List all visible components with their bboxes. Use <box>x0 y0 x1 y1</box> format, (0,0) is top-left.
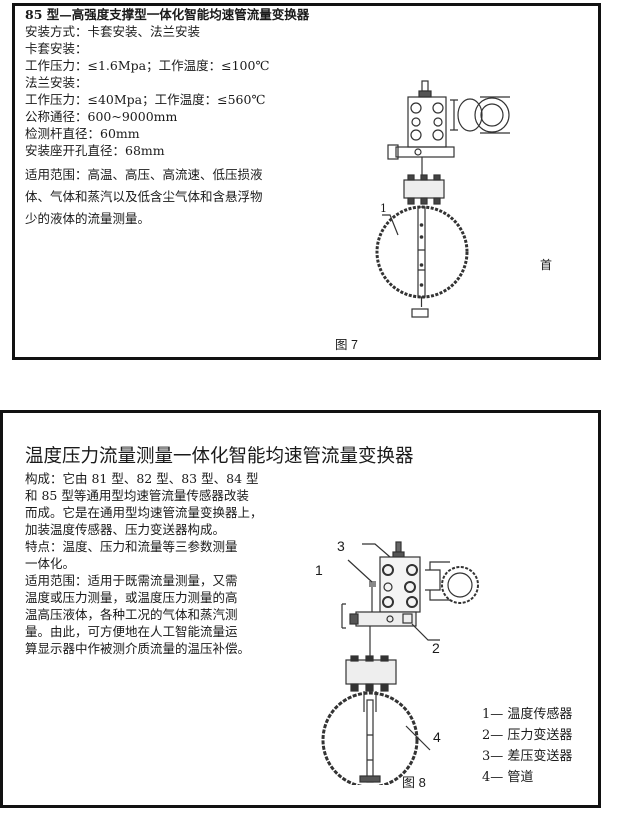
desc-line: 温高压液体，各种工况的气体和蒸汽测 <box>25 607 238 622</box>
desc-line: 温度或压力测量，或温度压力测量的高 <box>25 590 238 605</box>
spec-line: 安装座开孔直径：68mm <box>25 143 165 158</box>
scope-line: 适用范围：高温、高压、高流速、低压损液 <box>25 167 263 182</box>
desc-line: 构成：它由 81 型、82 型、83 型、84 型 <box>25 471 259 486</box>
section1-scope: 适用范围：高温、高压、高流速、低压损液 体、气体和蒸汽以及低含尘气体和含悬浮物 … <box>25 164 263 230</box>
spec-line: 工作压力：≤40Mpa；工作温度：≤560℃ <box>25 92 266 107</box>
scope-line: 少的液体的流量测量。 <box>25 211 151 226</box>
figure8-caption: 图 8 <box>402 775 426 790</box>
section2-text: 构成：它由 81 型、82 型、83 型、84 型 和 85 型等通用型均速管流… <box>25 470 263 657</box>
spec-line: 法兰安装： <box>25 75 88 90</box>
desc-line: 加装温度传感器、压力变送器构成。 <box>25 522 226 537</box>
spec-line: 工作压力：≤1.6Mpa；工作温度：≤100℃ <box>25 58 270 73</box>
figure8-callout-4: 4 <box>433 729 441 745</box>
figure8-callout-1: 1 <box>315 562 323 578</box>
desc-line: 和 85 型等通用型均速管流量传感器改装 <box>25 488 249 503</box>
spec-line: 卡套安装： <box>25 41 88 56</box>
figure8-callout-2: 2 <box>432 640 440 656</box>
figure-8-flowmeter-diagram <box>321 541 479 785</box>
desc-line: 量。由此，可方便地在人工智能流量运 <box>25 624 238 639</box>
desc-line: 一体化。 <box>25 556 76 571</box>
desc-line: 适用范围：适用于既需流量测量，又需 <box>25 573 238 588</box>
desc-line: 算显示器中作被测介质流量的温压补偿。 <box>25 641 251 656</box>
figure7-side-label: 首 <box>540 258 553 272</box>
figure-7-flowmeter-diagram <box>375 80 510 318</box>
spec-line: 公称通径：600~9000mm <box>25 109 178 124</box>
figure7-caption: 图 7 <box>335 338 358 352</box>
legend-item-pipe: 4— 管道 <box>482 770 534 785</box>
spec-line: 检测杆直径：60mm <box>25 126 140 141</box>
section1-text: 85 型—高强度支撑型一体化智能均速管流量变换器 安装方式：卡套安装、法兰安装 … <box>25 6 309 159</box>
section1-title: 85 型—高强度支撑型一体化智能均速管流量变换器 <box>25 7 310 22</box>
section-temp-pressure-panel <box>0 410 601 808</box>
scope-line: 体、气体和蒸汽以及低含尘气体和含悬浮物 <box>25 189 263 204</box>
legend-item-temperature-sensor: 1— 温度传感器 <box>482 707 573 722</box>
figure8-legend: 1— 温度传感器 2— 压力变送器 3— 差压变送器 4— 管道 <box>482 704 572 788</box>
figure7-callout-1: 1 <box>380 202 387 215</box>
figure8-callout-3: 3 <box>337 538 345 554</box>
desc-line: 特点：温度、压力和流量等三参数测量 <box>25 539 238 554</box>
legend-item-differential-pressure-transmitter: 3— 差压变送器 <box>482 749 573 764</box>
section2-title: 温度压力流量测量一体化智能均速管流量变换器 <box>25 446 414 467</box>
desc-line: 而成。它是在通用型均速管流量变换器上， <box>25 505 263 520</box>
spec-line: 安装方式：卡套安装、法兰安装 <box>25 24 201 39</box>
legend-item-pressure-transmitter: 2— 压力变送器 <box>482 728 573 743</box>
section-85-type-panel <box>12 3 601 360</box>
